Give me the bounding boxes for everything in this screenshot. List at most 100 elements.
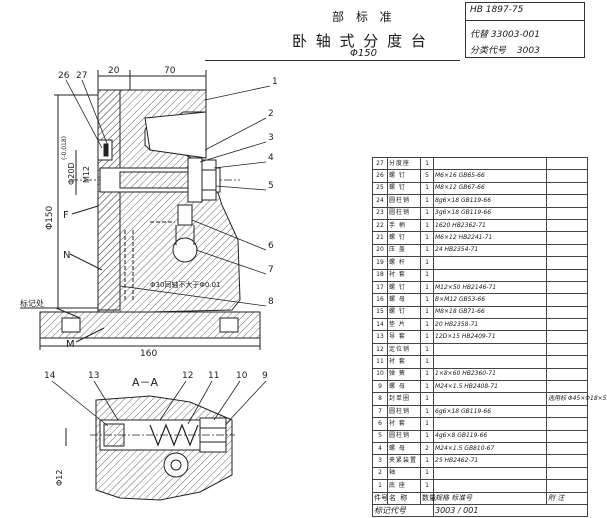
bom-cell: 衬 套: [387, 268, 421, 282]
callout-6: 6: [268, 241, 274, 251]
page-title: 卧 轴 式 分 度 台: [292, 32, 428, 50]
bom-cell: M24×1.5 GB810-67: [433, 441, 547, 456]
class-code-label: 分类代号: [470, 46, 507, 56]
bom-header-cell: 数量: [420, 491, 436, 505]
dim-tolerance: (-0.018): [61, 136, 68, 160]
bom-cell: M6×12 HB2241-71: [433, 231, 547, 245]
bom-cell: 14: [372, 318, 388, 332]
bom-cell: [546, 342, 588, 357]
bom-cell: 1620 HB2362-71: [433, 218, 547, 233]
bom-cell: 定位销: [387, 342, 421, 357]
bom-cell: 20 HB2358-71: [433, 318, 547, 332]
callout-1: 1: [272, 77, 278, 87]
class-code-value: 3003: [516, 46, 540, 56]
bom-cell: [433, 466, 547, 481]
bom-cell: [546, 305, 588, 320]
bom-cell: M8×18 GB71-66: [433, 305, 547, 320]
bom-cell: 1: [420, 392, 434, 406]
bom-cell: 6g6×18 GB119-66: [433, 404, 547, 419]
bom-cell: [546, 330, 588, 344]
bom-cell: 25: [372, 181, 388, 196]
bom-cell: 衬 套: [387, 417, 421, 431]
callout-13: 13: [88, 371, 99, 381]
bom-cell: [546, 218, 588, 233]
callout-10: 10: [236, 371, 248, 381]
bom-cell: [546, 466, 588, 481]
bom-cell: 螺 母: [387, 293, 421, 307]
bom-cell: 螺 钉: [387, 231, 421, 245]
bom-cell: [546, 231, 588, 245]
section-label: A－A: [132, 376, 159, 389]
page-subtitle: Φ150: [350, 48, 377, 59]
bom-cell: 12: [372, 342, 388, 357]
bom-cell: 22: [372, 218, 388, 233]
bom-cell: 3: [372, 454, 388, 468]
callout-26: 26: [58, 71, 70, 81]
dim-phi20: Φ20D: [67, 162, 76, 185]
bom-cell: [546, 243, 588, 258]
bom-cell: 1: [420, 305, 434, 320]
bom-cell: 衬 套: [387, 355, 421, 369]
letter-n: N: [63, 250, 70, 261]
bom-cell: 1: [420, 367, 434, 382]
bom-cell: [546, 206, 588, 220]
bom-cell: 分度座: [387, 156, 421, 171]
bom-cell: 26: [372, 169, 388, 183]
bom-cell: 1: [420, 218, 434, 233]
bom-cell: 1: [420, 256, 434, 270]
bom-header-row: 件号名 称数量规格 标准号附 注: [372, 491, 588, 505]
bom-cell: 垫 片: [387, 318, 421, 332]
bom-cell: 底 座: [387, 479, 421, 493]
bom-cell: [546, 367, 588, 382]
bom-cell: 圆柱销: [387, 206, 421, 220]
bom-cell: 螺 钉: [387, 280, 421, 295]
bom-cell: B×M12 GB53-66: [433, 293, 547, 307]
bom-cell: 弹 簧: [387, 367, 421, 382]
bom-cell: 3g6×18 GB119-66: [433, 206, 547, 220]
bom-cell: 7: [372, 404, 388, 419]
bom-cell: 4: [372, 441, 388, 456]
bom-cell: [546, 479, 588, 493]
letter-f: F: [63, 210, 69, 221]
bom-cell: 螺 钉: [387, 169, 421, 183]
bom-cell: 1: [420, 194, 434, 208]
bom-cell: [546, 318, 588, 332]
dim-phi150: Φ150: [45, 205, 55, 230]
bom-cell: 导 套: [387, 330, 421, 344]
bom-cell: 17: [372, 280, 388, 295]
bom-cell: 6: [372, 417, 388, 431]
bom-cell: 1: [420, 243, 434, 258]
bom-cell: 1: [420, 280, 434, 295]
bom-cell: 25 HB2462-71: [433, 454, 547, 468]
bom-cell: 1: [420, 318, 434, 332]
bom-cell: 压 盖: [387, 243, 421, 258]
bom-cell: 10: [372, 367, 388, 382]
bom-cell: [433, 256, 547, 270]
bom-cell: 圆柱销: [387, 429, 421, 444]
bom-cell: 19: [372, 256, 388, 270]
bom-header-cell: 附 注: [546, 491, 588, 505]
bom-cell: 1: [420, 231, 434, 245]
letter-m: M: [66, 339, 75, 350]
bom-cell: 1: [420, 355, 434, 369]
callout-27: 27: [76, 71, 87, 81]
bom-cell: [546, 454, 588, 468]
bom-cell: [433, 342, 547, 357]
bom-cell: 1: [420, 417, 434, 431]
bom-cell: 23: [372, 206, 388, 220]
bom-cell: [546, 268, 588, 282]
bom-cell: [546, 429, 588, 444]
